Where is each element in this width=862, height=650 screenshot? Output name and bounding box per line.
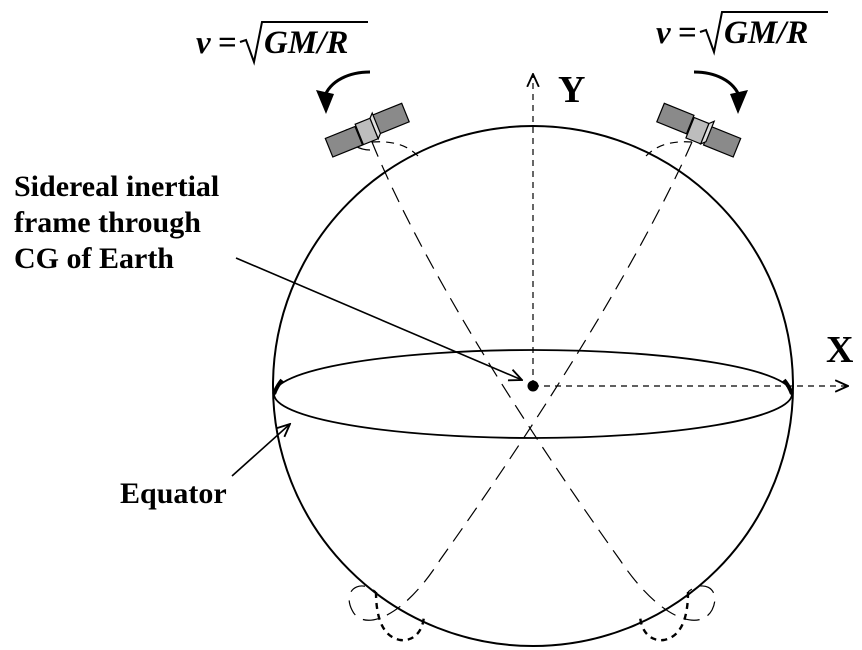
satellite-icon [324, 102, 410, 158]
satellite-body-side [369, 111, 382, 141]
frame-label-arrow [235, 257, 522, 380]
equator-rim-left [272, 378, 284, 395]
formula-equals: = [218, 25, 237, 61]
orbit-loop-bottom-right [638, 591, 690, 642]
solar-panel-left [324, 125, 364, 158]
sqrt-sign [239, 21, 368, 66]
velocity-formula-left: v = GM/R [196, 21, 368, 66]
formula-v: v [656, 15, 671, 51]
sqrt-sign [699, 11, 828, 56]
formula-equals: = [678, 15, 697, 51]
equator-rim-right [782, 378, 794, 395]
center-dot [527, 380, 539, 392]
y-axis-label: Y [558, 69, 585, 111]
rotation-arrow-head-right [730, 90, 748, 114]
formula-v: v [196, 25, 211, 61]
x-axis-label: X [826, 329, 853, 371]
earth-sphere [272, 125, 794, 647]
formula-radicand: GM/R [264, 25, 348, 61]
frame-label-line-3: CG of Earth [14, 242, 174, 275]
formula-radicand: GM/R [724, 15, 808, 51]
velocity-formula-right: v = GM/R [656, 11, 828, 56]
equator-label-arrow [231, 424, 290, 477]
orbit-loop-bottom-left [374, 591, 426, 642]
satellite-body-side [699, 120, 716, 146]
solar-panel-left [656, 102, 695, 135]
equator-label: Equator [120, 477, 227, 510]
orbit-path-left [344, 129, 716, 621]
frame-label-line-2: frame through [14, 206, 201, 239]
orbit-tail-left [371, 141, 419, 157]
orbit-tail-right [645, 141, 693, 157]
rotation-arrow-head-left [316, 90, 334, 114]
satellite-icon [656, 102, 742, 158]
frame-label-line-1: Sidereal inertial [14, 170, 219, 203]
orbit-path-right [348, 141, 693, 621]
